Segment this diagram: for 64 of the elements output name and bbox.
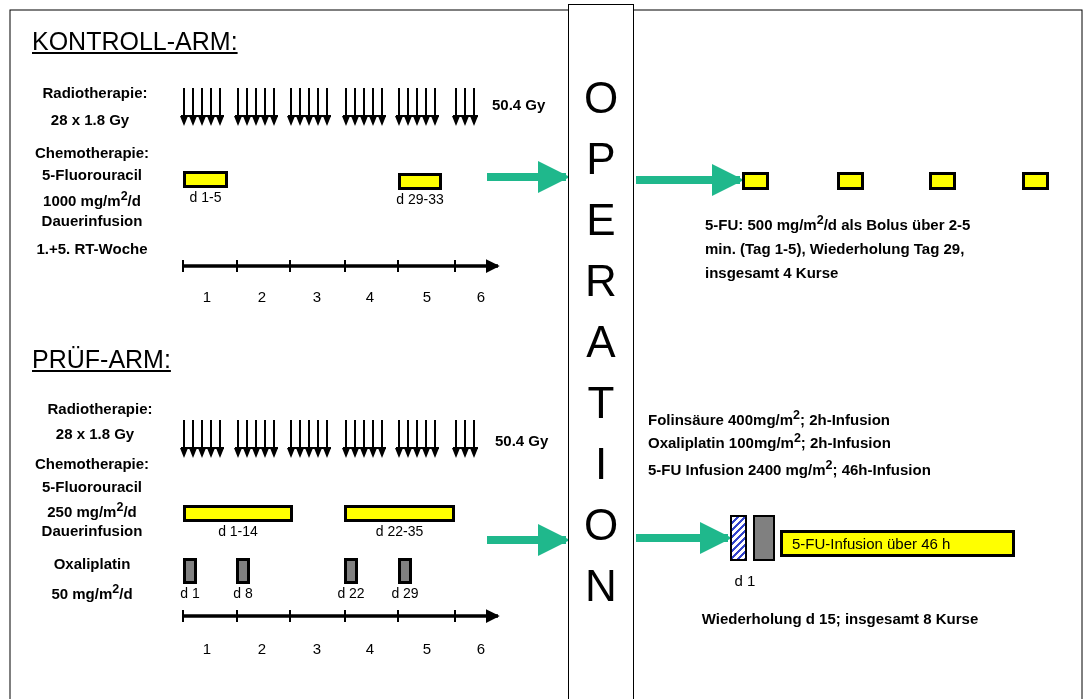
- dose-label: 50.4 Gy: [495, 432, 549, 449]
- axis-tick-label: 3: [312, 288, 322, 305]
- therapy-bar: [183, 171, 228, 188]
- row-label: 28 x 1.8 Gy: [50, 111, 130, 128]
- therapy-bar: [837, 172, 864, 190]
- day-label: d 1: [180, 585, 200, 601]
- axis-tick-label: 1: [202, 288, 212, 305]
- row-label: 5-Fluorouracil: [42, 166, 142, 183]
- row-label: Dauerinfusion: [41, 522, 143, 539]
- axis-tick-label: 1: [202, 640, 212, 657]
- day-label: d 22-35: [375, 523, 424, 539]
- day-label: d 8: [233, 585, 253, 601]
- row-label: 250 mg/m$^{2}$/d: [47, 500, 137, 520]
- therapy-bar: [742, 172, 769, 190]
- row-label: Radiotherapie:: [42, 84, 148, 101]
- row-label: Chemotherapie:: [34, 455, 150, 472]
- regimen-note: Oxaliplatin 100mg/m$^{2}$; 2h-Infusion: [648, 431, 891, 451]
- axis-tick-label: 2: [257, 288, 267, 305]
- therapy-bar: [344, 558, 358, 584]
- row-label: 1.+5. RT-Woche: [36, 240, 148, 257]
- row-label: Dauerinfusion: [41, 212, 143, 229]
- regimen-note: Wiederholung d 15; insgesamt 8 Kurse: [701, 610, 979, 627]
- axis-tick-label: 6: [476, 640, 486, 657]
- day-label: d 29-33: [396, 191, 444, 207]
- row-label: Oxaliplatin: [53, 555, 131, 572]
- row-label: 28 x 1.8 Gy: [55, 425, 135, 442]
- axis-tick-label: 5: [422, 288, 432, 305]
- row-label: 1000 mg/m$^{2}$/d: [43, 189, 141, 209]
- therapy-bar: [344, 505, 455, 522]
- section-heading: KONTROLL-ARM:: [32, 27, 238, 56]
- therapy-bar: [183, 558, 197, 584]
- dose-box: [753, 515, 775, 561]
- axis-tick-label: 4: [365, 288, 375, 305]
- row-label: Radiotherapie:: [47, 400, 153, 417]
- infusion-bar: 5-FU-Infusion über 46 h: [780, 530, 1015, 557]
- section-heading: PRÜF-ARM:: [32, 345, 171, 374]
- therapy-bar: [398, 173, 442, 190]
- arrow: [636, 522, 732, 554]
- arrow: [636, 164, 744, 196]
- row-label: Chemotherapie:: [34, 144, 150, 161]
- operation-label: OPERATION: [582, 72, 620, 612]
- day-label: d 29: [391, 585, 419, 601]
- axis-tick-label: 6: [476, 288, 486, 305]
- day-label: d 1-5: [189, 189, 222, 205]
- regimen-note: 5-FU: 500 mg/m$^{2}$/d als Bolus über 2-5 min. (Tag 1-5), Wiederholung Tag 29, insgesamt 4 Kurse: [705, 212, 972, 283]
- row-label: 5-Fluorouracil: [42, 478, 142, 495]
- regimen-note: 5-FU Infusion 2400 mg/m$^{2}$; 46h-Infusion: [648, 458, 931, 478]
- axis-tick-label: 3: [312, 640, 322, 657]
- day-label: d 1: [734, 572, 756, 589]
- dose-box: [730, 515, 747, 561]
- regimen-note: Folinsäure 400mg/m$^{2}$; 2h-Infusion: [648, 408, 890, 428]
- dose-label: 50.4 Gy: [492, 96, 546, 113]
- therapy-bar: [929, 172, 956, 190]
- row-label: 50 mg/m$^{2}$/d: [51, 582, 133, 602]
- axis-tick-label: 4: [365, 640, 375, 657]
- therapy-bar: [1022, 172, 1049, 190]
- day-label: d 22: [337, 585, 365, 601]
- axis-tick-label: 2: [257, 640, 267, 657]
- therapy-bar: [236, 558, 250, 584]
- therapy-bar: [183, 505, 293, 522]
- therapy-bar: [398, 558, 412, 584]
- axis-tick-label: 5: [422, 640, 432, 657]
- operation-box: [568, 4, 634, 699]
- day-label: d 1-14: [218, 523, 258, 539]
